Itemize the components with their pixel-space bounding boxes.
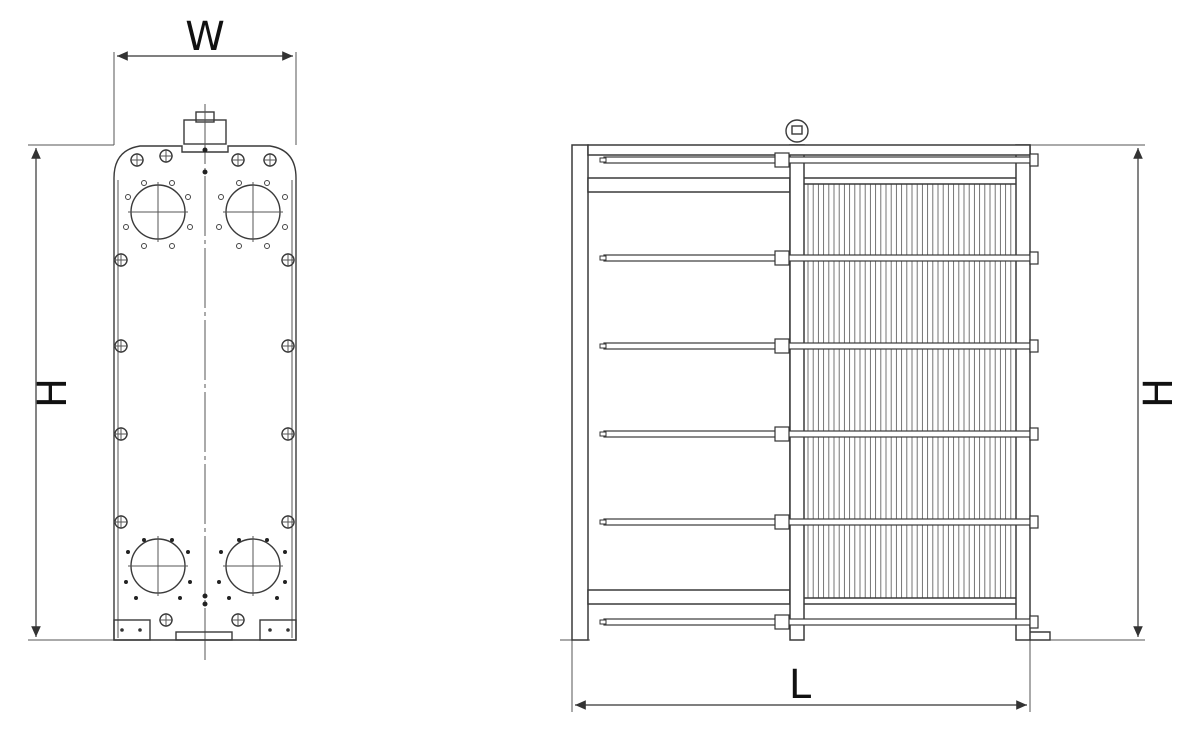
tie-bolt xyxy=(599,426,1039,442)
bottom-right-foot xyxy=(259,619,297,641)
port-bottom-left xyxy=(128,536,188,596)
port-top-left xyxy=(128,182,188,242)
height-label-front: H xyxy=(30,378,76,408)
top-carrying-bar xyxy=(587,177,791,193)
tie-bolt xyxy=(599,152,1039,168)
tie-bolt xyxy=(599,614,1039,630)
support-column xyxy=(571,144,589,641)
plate-outline xyxy=(113,145,297,641)
side-bolts xyxy=(114,149,295,627)
bottom-guide-bar xyxy=(175,631,233,641)
length-label: L xyxy=(789,662,812,708)
bottom-left-foot xyxy=(113,619,151,641)
tie-bolt xyxy=(599,514,1039,530)
plate-pack xyxy=(789,177,1021,605)
front-view: W H xyxy=(28,14,297,660)
port-bolt-holes xyxy=(123,180,288,249)
lifting-lug xyxy=(785,119,809,143)
lifting-lug-hole xyxy=(791,125,803,135)
side-view: H L xyxy=(560,119,1182,712)
height-label-side: H xyxy=(1136,378,1182,408)
bottom-guide-bar-side xyxy=(587,589,791,605)
frame-foot xyxy=(1030,631,1051,641)
port-bottom-dots xyxy=(124,147,287,607)
port-top-right xyxy=(223,182,283,242)
width-label: W xyxy=(185,14,225,60)
pressure-plate xyxy=(789,144,805,641)
top-rail xyxy=(587,144,1031,156)
tie-bolts xyxy=(599,152,1039,630)
port-bottom-right xyxy=(223,536,283,596)
plate-lines xyxy=(807,184,1012,598)
tie-bolt xyxy=(599,338,1039,354)
tie-bolt xyxy=(599,250,1039,266)
frame-plate xyxy=(1015,144,1031,641)
